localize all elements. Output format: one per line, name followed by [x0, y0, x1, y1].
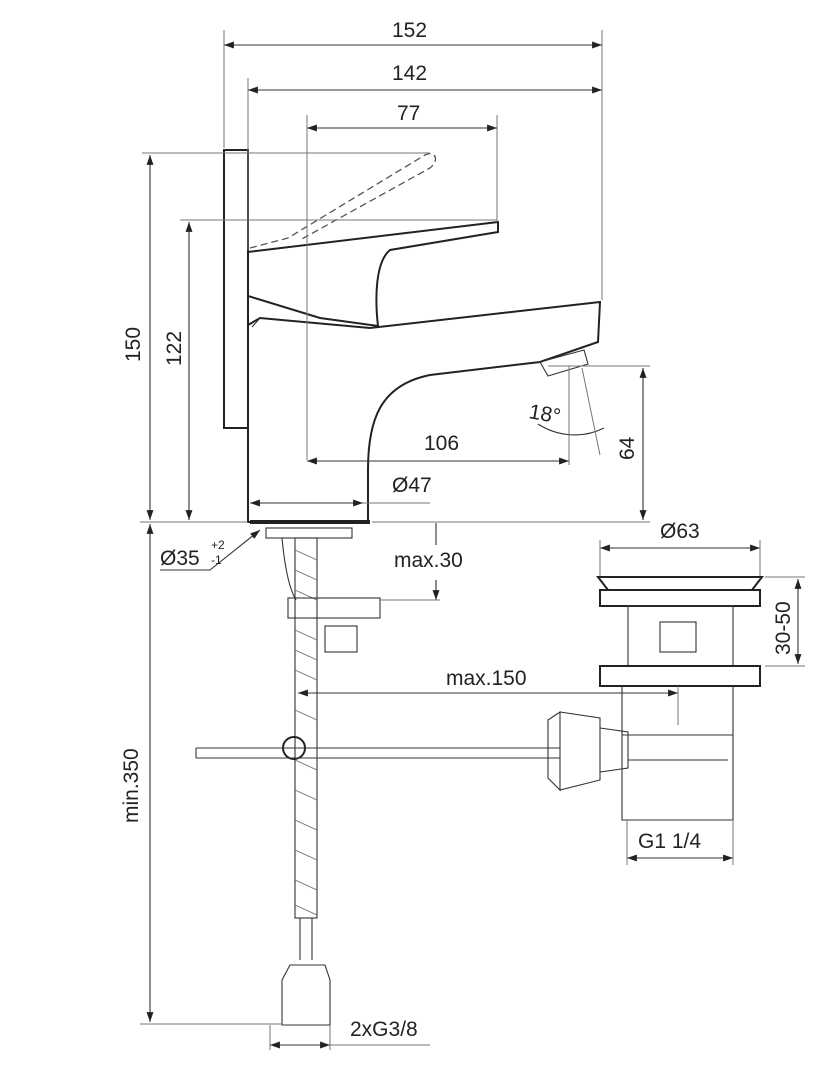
- dimension-lines: [140, 30, 805, 1050]
- dim-152: 152: [392, 19, 427, 42]
- dim-142: 142: [392, 62, 427, 85]
- dim-dia-47: Ø47: [392, 474, 432, 497]
- dim-106: 106: [424, 432, 459, 455]
- dim-2xg3-8: 2xG3/8: [350, 1018, 418, 1041]
- lever-rod: [223, 149, 249, 429]
- dim-30-50: 30-50: [772, 601, 795, 655]
- dim-tol-plus: +2: [211, 538, 225, 552]
- dim-77: 77: [397, 102, 420, 125]
- waste-valve: [547, 576, 765, 821]
- dim-dia-35: Ø35: [160, 547, 200, 570]
- faucet-body: [223, 149, 602, 539]
- dim-150: 150: [122, 327, 145, 362]
- hoses: [195, 537, 560, 1026]
- dim-64: 64: [616, 436, 639, 460]
- dim-122: 122: [163, 331, 186, 366]
- dim-g1-1-4: G1 1/4: [638, 830, 701, 853]
- dim-dia-63: Ø63: [660, 520, 700, 543]
- dim-tol-minus: -1: [211, 553, 222, 567]
- dim-max-30: max.30: [394, 549, 463, 572]
- dim-max-150: max.150: [446, 667, 527, 690]
- dim-angle: 18°: [527, 400, 562, 428]
- dim-min-350: min.350: [120, 748, 143, 823]
